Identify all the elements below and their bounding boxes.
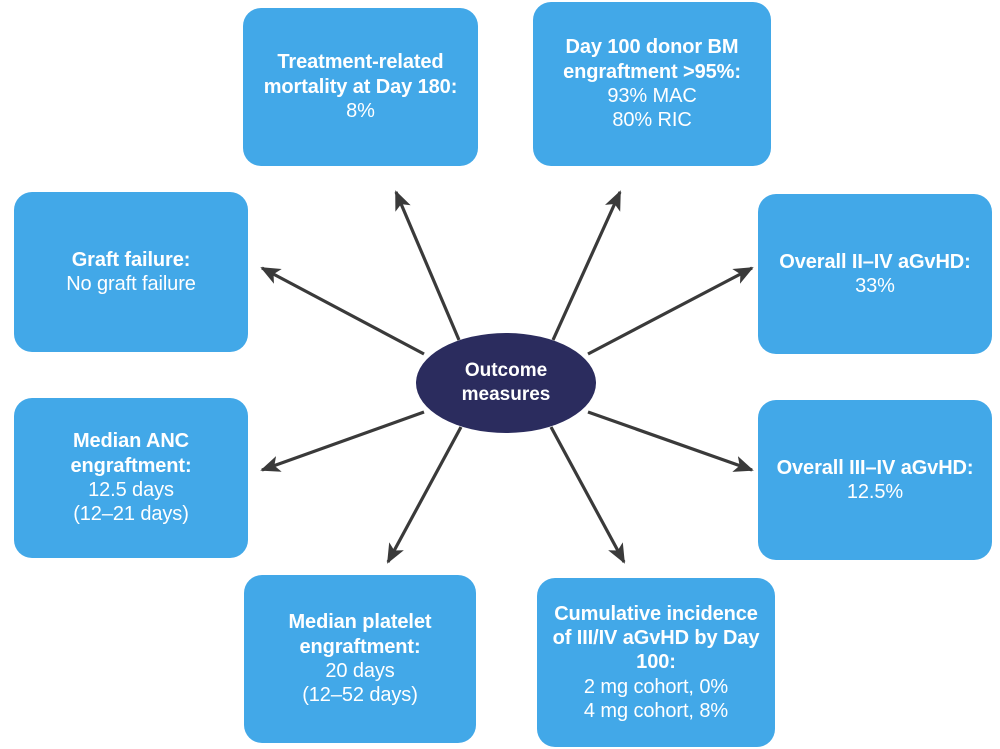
arrow-to-treatment-related-mortality — [394, 190, 461, 341]
node-median-platelet-engraftment[interactable]: Median platelet engraftment: 20 days (12… — [244, 575, 476, 743]
node-value: 80% RIC — [612, 109, 692, 132]
node-treatment-related-mortality[interactable]: Treatment-related mortality at Day 180: … — [243, 8, 478, 166]
node-value: 2 mg cohort, 0% — [583, 675, 729, 698]
node-value: 12.5% — [846, 481, 904, 503]
arrow-to-day-100-donor-bm-engraftment — [551, 190, 622, 341]
node-title: Overall II–IV aGvHD: — [779, 250, 971, 273]
node-value: 20 days — [325, 660, 395, 682]
node-value: 8% — [346, 100, 375, 123]
arrow-to-median-anc-engraftment — [260, 410, 425, 472]
node-cumulative-incidence-iii-iv-agvhd[interactable]: Cumulative incidence of III/IV aGvHD by … — [537, 578, 775, 747]
node-value: (12–52 days) — [302, 684, 418, 707]
center-hub-label-line1: Outcome — [464, 359, 548, 381]
arrow-to-cumulative-incidence-iii-iv-agvhd — [549, 426, 626, 564]
node-title: Treatment-related mortality at Day 180: — [263, 51, 458, 98]
node-value: No graft failure — [66, 273, 196, 295]
node-value: 33% — [855, 275, 895, 297]
node-graft-failure[interactable]: Graft failure: No graft failure — [14, 192, 248, 352]
node-title: Median platelet engraftment: — [288, 611, 432, 658]
node-overall-iii-iv-agvhd[interactable]: Overall III–IV aGvHD: 12.5% — [758, 400, 992, 560]
node-value: 12.5 days — [88, 479, 174, 501]
node-value: (12–21 days) — [73, 503, 189, 526]
node-value: 93% MAC — [607, 85, 697, 107]
node-title: Median ANC engraftment: — [70, 430, 192, 477]
node-title: Overall III–IV aGvHD: — [776, 456, 974, 479]
node-title: Day 100 donor BM engraftment >95%: — [563, 36, 741, 83]
node-median-anc-engraftment[interactable]: Median ANC engraftment: 12.5 days (12–21… — [14, 398, 248, 558]
arrow-to-overall-iii-iv-agvhd — [587, 410, 754, 472]
center-hub-label: Outcome measures — [462, 359, 551, 408]
node-title: Graft failure: — [71, 248, 191, 271]
arrow-to-median-platelet-engraftment — [386, 426, 463, 564]
node-title: Cumulative incidence of III/IV aGvHD by … — [552, 602, 760, 674]
arrow-to-overall-ii-iv-agvhd — [587, 266, 754, 356]
arrow-to-graft-failure — [260, 266, 425, 356]
node-day-100-donor-bm-engraftment[interactable]: Day 100 donor BM engraftment >95%: 93% M… — [533, 2, 771, 166]
center-hub-outcome-measures[interactable]: Outcome measures — [416, 333, 596, 433]
center-hub-label-line2: measures — [461, 384, 551, 405]
node-overall-ii-iv-agvhd[interactable]: Overall II–IV aGvHD: 33% — [758, 194, 992, 354]
node-value: 4 mg cohort, 8% — [583, 700, 729, 723]
